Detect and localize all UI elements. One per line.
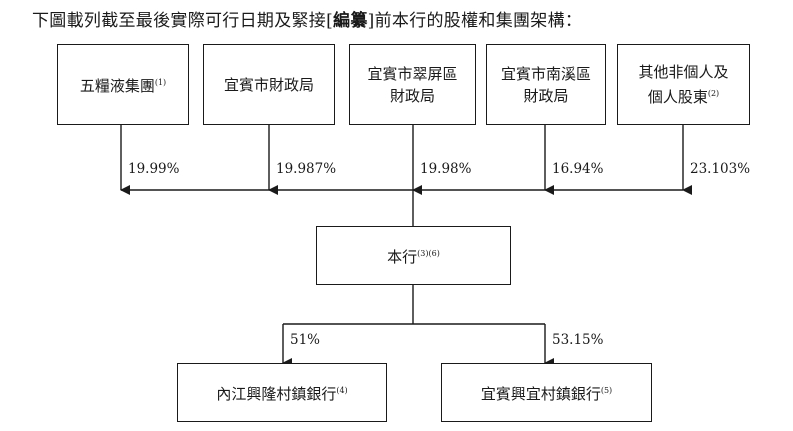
caption-before: 下圖載列截至最後實際可行日期及緊接[ xyxy=(32,11,334,31)
shareholder-name-line1: 宜賓市南溪區 xyxy=(500,64,591,83)
subsidiary-name: 宜賓興宜村鎮銀行 xyxy=(480,385,601,403)
shareholder-name: 五糧液集團 xyxy=(79,77,155,95)
shareholder-box-wuliangye: 五糧液集團(1) xyxy=(57,44,189,125)
shareholder-box-cuiping-finance: 宜賓市翠屏區財政局 xyxy=(349,44,476,125)
pct-shareholder-5: 23.103% xyxy=(690,161,751,177)
pct-subsidiary-1: 51% xyxy=(290,332,321,348)
subsidiary-box-yibin-xingyi: 宜賓興宜村鎮銀行(5) xyxy=(441,363,652,422)
shareholder-box-yibin-finance: 宜賓市財政局 xyxy=(203,44,335,125)
shareholder-name-line2: 個人股東 xyxy=(647,88,708,106)
footnote-marker: (3)(6) xyxy=(417,249,440,258)
diagram-caption: 下圖載列截至最後實際可行日期及緊接[編纂]前本行的股權和集團架構： xyxy=(32,6,582,31)
shareholder-name: 宜賓市財政局 xyxy=(223,75,314,94)
footnote-marker: (5) xyxy=(600,386,613,395)
shareholder-name-line2: 財政局 xyxy=(523,86,569,105)
pct-shareholder-4: 16.94% xyxy=(552,161,604,177)
shareholder-name-line2: 財政局 xyxy=(389,86,435,105)
shareholder-box-other: 其他非個人及個人股東(2) xyxy=(617,44,750,125)
subsidiary-box-neijiang: 內江興隆村鎮銀行(4) xyxy=(177,363,387,422)
shareholder-name-line1: 宜賓市翠屏區 xyxy=(367,64,458,83)
pct-shareholder-3: 19.98% xyxy=(420,161,472,177)
shareholder-box-nanxi-finance: 宜賓市南溪區財政局 xyxy=(486,44,606,125)
pct-subsidiary-2: 53.15% xyxy=(552,332,604,348)
pct-shareholder-1: 19.99% xyxy=(128,161,180,177)
footnote-marker: (4) xyxy=(336,386,348,395)
caption-bold: 編纂 xyxy=(333,11,368,31)
bank-name: 本行 xyxy=(387,248,418,266)
bank-box: 本行(3)(6) xyxy=(316,226,511,285)
shareholder-name-line1: 其他非個人及 xyxy=(638,63,729,81)
caption-after: ]前本行的股權和集團架構： xyxy=(367,11,583,31)
footnote-marker: (1) xyxy=(154,78,167,87)
pct-shareholder-2: 19.987% xyxy=(276,161,337,177)
footnote-marker: (2) xyxy=(707,89,720,98)
subsidiary-name: 內江興隆村鎮銀行 xyxy=(216,385,337,403)
